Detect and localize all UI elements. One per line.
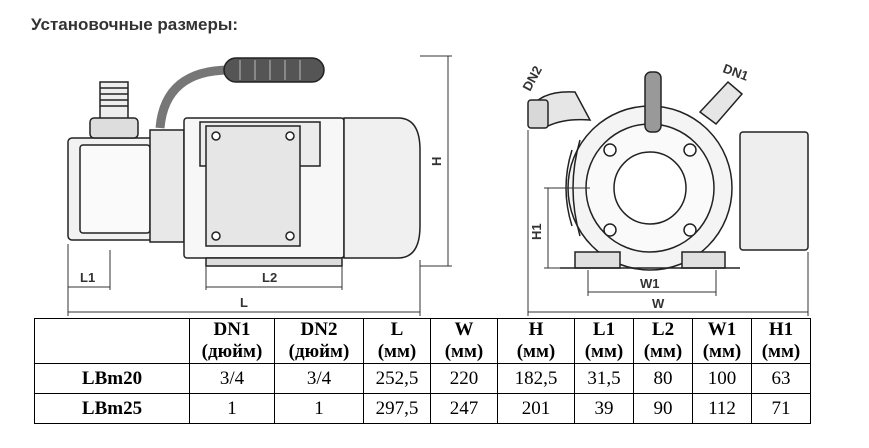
label-L: L bbox=[240, 295, 248, 310]
value-cell: 252,5 bbox=[363, 363, 431, 394]
label-L2: L2 bbox=[262, 270, 277, 285]
value-cell: 112 bbox=[692, 393, 752, 424]
value-cell: 3/4 bbox=[274, 363, 364, 394]
model-cell: LBm20 bbox=[34, 363, 190, 394]
side-view-dimensions bbox=[67, 55, 452, 316]
col-header-dn1: DN1(дюйм) bbox=[189, 318, 275, 364]
value-cell: 63 bbox=[751, 363, 811, 394]
label-W1: W1 bbox=[640, 276, 660, 291]
pump-front-view bbox=[527, 71, 809, 271]
specifications-table: DN1(дюйм) DN2(дюйм) L(мм) W(мм) H(мм) L1… bbox=[34, 318, 811, 424]
label-DN1: DN1 bbox=[721, 61, 751, 84]
col-header-l1: L1(мм) bbox=[574, 318, 634, 364]
pump-side-view bbox=[67, 57, 421, 267]
label-L1: L1 bbox=[80, 270, 95, 285]
table-row: LBm25 1 1 297,5 247 201 39 90 112 71 bbox=[34, 393, 811, 424]
label-W: W bbox=[652, 296, 665, 311]
col-header-dn2: DN2(дюйм) bbox=[274, 318, 364, 364]
value-cell: 71 bbox=[751, 393, 811, 424]
col-header-w: W(мм) bbox=[430, 318, 498, 364]
value-cell: 31,5 bbox=[574, 363, 634, 394]
label-DN2: DN2 bbox=[519, 63, 544, 93]
value-cell: 3/4 bbox=[189, 363, 275, 394]
value-cell: 1 bbox=[189, 393, 275, 424]
front-view-dimensions bbox=[527, 130, 809, 316]
col-header-h: H(мм) bbox=[497, 318, 575, 364]
value-cell: 247 bbox=[430, 393, 498, 424]
col-header-w1: W1(мм) bbox=[692, 318, 752, 364]
table-row: LBm20 3/4 3/4 252,5 220 182,5 31,5 80 10… bbox=[34, 363, 811, 394]
label-H1: H1 bbox=[529, 223, 544, 240]
section-heading: Установочные размеры: bbox=[31, 15, 239, 34]
col-header-l2: L2(мм) bbox=[633, 318, 693, 364]
value-cell: 182,5 bbox=[497, 363, 575, 394]
col-header-h1: H1(мм) bbox=[751, 318, 811, 364]
value-cell: 1 bbox=[274, 393, 364, 424]
model-header bbox=[34, 318, 190, 364]
value-cell: 100 bbox=[692, 363, 752, 394]
installation-dimensions-drawing: H L1 L2 L bbox=[67, 55, 809, 316]
label-H: H bbox=[429, 157, 444, 166]
value-cell: 201 bbox=[497, 393, 575, 424]
value-cell: 80 bbox=[633, 363, 693, 394]
value-cell: 90 bbox=[633, 393, 693, 424]
col-header-l: L(мм) bbox=[363, 318, 431, 364]
value-cell: 220 bbox=[430, 363, 498, 394]
value-cell: 39 bbox=[574, 393, 634, 424]
value-cell: 297,5 bbox=[363, 393, 431, 424]
table-header-row: DN1(дюйм) DN2(дюйм) L(мм) W(мм) H(мм) L1… bbox=[34, 318, 811, 364]
model-cell: LBm25 bbox=[34, 393, 190, 424]
